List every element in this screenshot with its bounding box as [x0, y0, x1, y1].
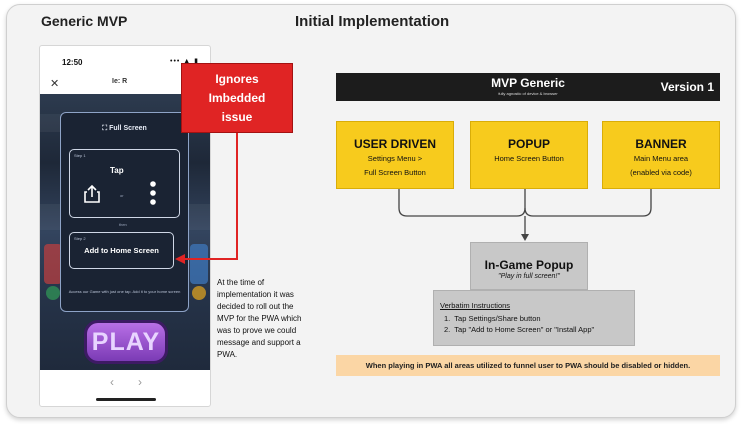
- instruction-text: Tap Settings/Share button: [454, 314, 541, 323]
- modal-header: ⛶ Full Screen: [61, 125, 188, 133]
- popup-subtitle: "Play in full screen!": [498, 273, 560, 280]
- version-banner: MVP Generic fully agnostic of device & b…: [336, 73, 720, 101]
- fullscreen-icon: ⛶: [102, 125, 108, 132]
- instruction-item: 2. Tap "Add to Home Screen" or "Install …: [444, 325, 595, 334]
- box-subtitle: Home Screen Button: [494, 154, 564, 163]
- user-driven-box: USER DRIVEN Settings Menu > Full Screen …: [336, 121, 454, 189]
- box-title: USER DRIVEN: [353, 137, 436, 151]
- box-subtitle: (enabled via code): [630, 168, 692, 177]
- in-game-popup-box: In-Game Popup "Play in full screen!": [470, 242, 588, 290]
- game-tile: [192, 286, 206, 300]
- fullscreen-modal: ⛶ Full Screen Step 1 Tap or then: [60, 112, 189, 312]
- box-title: POPUP: [507, 137, 550, 151]
- app-title: Ie: R: [112, 78, 128, 85]
- box-title: BANNER: [635, 137, 687, 151]
- step1-label: Step 1: [74, 153, 86, 158]
- step1-box: Step 1 Tap or: [69, 149, 180, 218]
- tap-label: Tap: [110, 166, 124, 175]
- banner-version: Version 1: [660, 80, 714, 94]
- add-home-label: Add to Home Screen: [84, 246, 159, 255]
- box-subtitle: Main Menu area: [633, 154, 689, 163]
- instructions-box: Verbatim Instructions 1. Tap Settings/Sh…: [433, 290, 635, 346]
- instruction-text: Tap "Add to Home Screen" or "Install App…: [454, 325, 595, 334]
- home-indicator: [96, 398, 156, 401]
- instruction-item: 1. Tap Settings/Share button: [444, 314, 541, 323]
- instructions-heading: Verbatim Instructions: [440, 301, 511, 310]
- share-icon[interactable]: [83, 184, 101, 204]
- play-button[interactable]: PLAY: [84, 320, 168, 364]
- nav-back-arrow[interactable]: ‹: [110, 375, 114, 389]
- slide-card: Generic MVP Initial Implementation 12:50…: [6, 4, 736, 418]
- callout-line: issue: [221, 110, 253, 124]
- or-label: or: [120, 193, 124, 198]
- nav-forward-arrow[interactable]: ›: [138, 375, 142, 389]
- box-subtitle: Full Screen Button: [364, 168, 426, 177]
- popup-title: In-Game Popup: [484, 258, 574, 272]
- modal-header-label: Full Screen: [109, 125, 147, 132]
- vertical-dots-icon[interactable]: [148, 180, 158, 206]
- status-time: 12:50: [62, 58, 83, 67]
- down-arrowhead: [521, 234, 529, 241]
- callout-line: Imbedded: [208, 91, 266, 105]
- close-icon[interactable]: ✕: [50, 78, 60, 90]
- banner-box: BANNER Main Menu area (enabled via code): [602, 121, 720, 189]
- popup-box: POPUP Home Screen Button: [470, 121, 588, 189]
- left-heading: Generic MVP: [41, 13, 128, 29]
- box-subtitle: Settings Menu >: [367, 154, 423, 163]
- game-tile: [44, 244, 62, 284]
- callout-line: Ignores: [215, 72, 259, 86]
- banner-title: MVP Generic: [491, 76, 565, 90]
- game-tile: [46, 286, 60, 300]
- step2-label: Step 2: [74, 236, 86, 241]
- modal-footer: Access our Game with just one tap. Add i…: [68, 289, 181, 294]
- pwa-note-bar: When playing in PWA all areas utilized t…: [336, 355, 720, 376]
- side-note: At the time of implementation it was dec…: [217, 278, 302, 359]
- then-label: then: [119, 222, 127, 227]
- center-heading: Initial Implementation: [295, 13, 450, 30]
- step2-box[interactable]: Step 2 Add to Home Screen: [69, 232, 174, 269]
- game-tile: [190, 244, 208, 284]
- callout-box: Ignores Imbedded issue: [181, 63, 293, 133]
- banner-subtitle: fully agnostic of device & browser: [498, 91, 558, 96]
- merge-connector: [524, 189, 652, 217]
- merge-connector: [398, 189, 526, 217]
- status-icons: ••• ▲ ▮: [170, 58, 200, 65]
